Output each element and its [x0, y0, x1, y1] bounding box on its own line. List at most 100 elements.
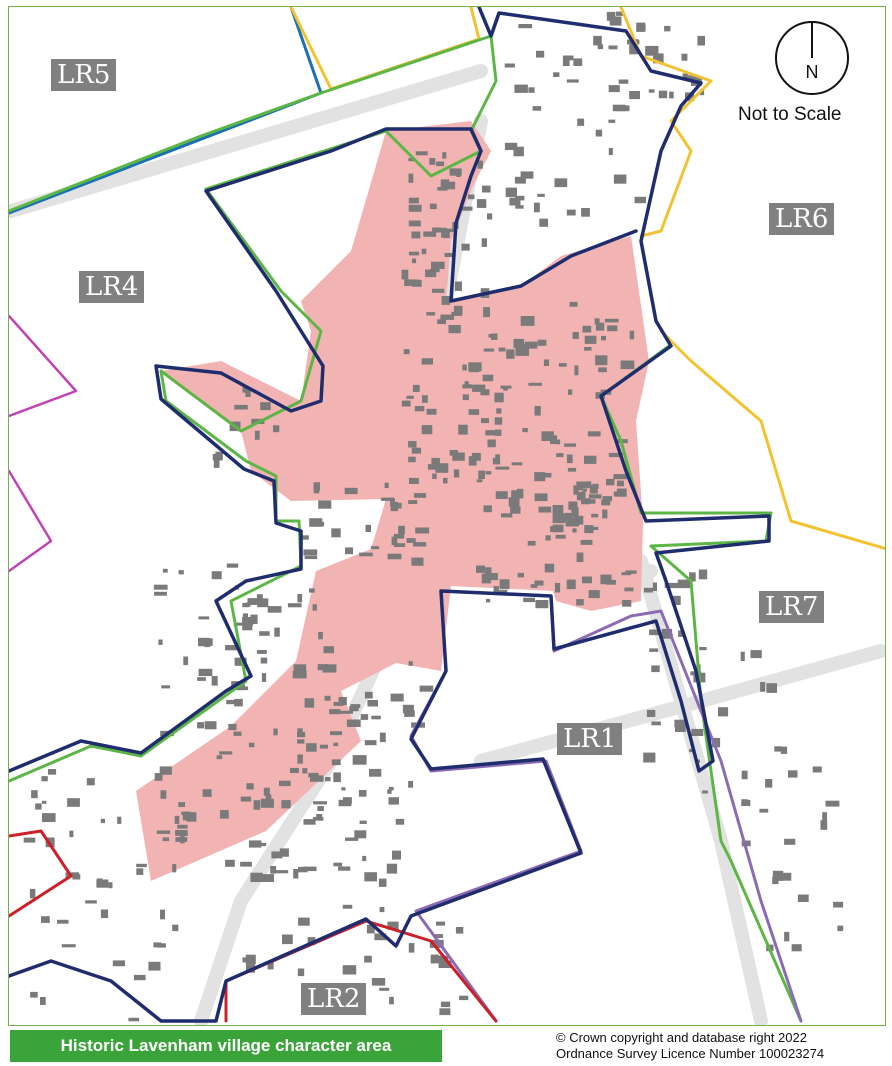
- building-footprint: [401, 400, 411, 407]
- building-footprint: [242, 613, 248, 618]
- building-footprint: [582, 488, 587, 492]
- building-footprint: [364, 691, 373, 699]
- building-footprint: [245, 388, 251, 397]
- building-footprint: [683, 75, 693, 80]
- building-footprint: [481, 418, 489, 424]
- building-footprint: [175, 830, 188, 836]
- building-footprint: [344, 487, 358, 495]
- building-footprint: [412, 384, 420, 392]
- building-footprint: [257, 598, 269, 608]
- building-footprint: [359, 820, 367, 824]
- building-footprint: [379, 907, 385, 913]
- building-footprint: [240, 796, 252, 802]
- building-footprint: [112, 960, 125, 967]
- building-footprint: [545, 535, 551, 541]
- building-footprint: [493, 589, 508, 594]
- building-footprint: [478, 470, 485, 479]
- building-footprint: [593, 35, 602, 46]
- building-footprint: [180, 835, 185, 844]
- building-footprint: [247, 598, 260, 605]
- building-footprint: [330, 731, 343, 736]
- building-footprint: [301, 535, 309, 540]
- building-footprint: [65, 872, 80, 878]
- building-footprint: [387, 921, 399, 930]
- building-footprint: [568, 501, 578, 510]
- building-footprint: [481, 238, 487, 247]
- building-footprint: [593, 526, 599, 530]
- building-footprint: [287, 603, 302, 608]
- building-footprint: [591, 513, 599, 518]
- building-footprint: [681, 53, 688, 61]
- building-footprint: [364, 740, 377, 746]
- building-footprint: [271, 851, 283, 859]
- building-footprint: [359, 552, 373, 557]
- building-footprint: [772, 876, 779, 885]
- label-lr5: LR5: [51, 59, 117, 91]
- building-footprint: [552, 524, 564, 533]
- building-footprint: [30, 991, 38, 998]
- building-footprint: [260, 798, 274, 808]
- building-footprint: [510, 506, 521, 514]
- building-footprint: [461, 206, 473, 211]
- building-footprint: [750, 650, 762, 659]
- building-footprint: [588, 590, 600, 599]
- building-footprint: [265, 794, 272, 801]
- building-footprint: [677, 579, 692, 589]
- building-footprint: [675, 726, 686, 732]
- building-footprint: [480, 389, 490, 396]
- building-footprint: [585, 499, 596, 504]
- building-footprint: [156, 830, 171, 834]
- building-footprint: [514, 176, 526, 184]
- building-footprint: [313, 486, 320, 494]
- building-footprint: [537, 193, 545, 197]
- building-footprint: [308, 772, 319, 778]
- building-footprint: [261, 673, 267, 682]
- building-footprint: [440, 179, 450, 189]
- building-footprint: [154, 773, 163, 781]
- building-footprint: [408, 173, 414, 183]
- building-footprint: [594, 318, 600, 325]
- building-footprint: [613, 474, 627, 480]
- building-footprint: [319, 744, 328, 749]
- building-footprint: [415, 527, 430, 534]
- building-footprint: [350, 704, 361, 709]
- building-footprint: [608, 119, 616, 123]
- building-footprint: [259, 631, 270, 636]
- building-footprint: [240, 861, 252, 867]
- building-footprint: [621, 572, 632, 576]
- building-footprint: [534, 406, 541, 416]
- building-footprint: [616, 105, 630, 112]
- building-footprint: [318, 632, 323, 640]
- building-footprint: [691, 728, 704, 736]
- building-footprint: [601, 335, 606, 341]
- building-footprint: [42, 813, 56, 822]
- building-footprint: [367, 700, 378, 707]
- building-footprint: [427, 464, 439, 470]
- building-footprint: [698, 569, 708, 580]
- building-footprint: [468, 409, 480, 415]
- building-footprint: [256, 650, 267, 654]
- building-footprint: [538, 506, 552, 513]
- building-footprint: [553, 72, 560, 77]
- building-footprint: [309, 588, 315, 593]
- building-footprint: [598, 367, 607, 373]
- building-footprint: [444, 252, 454, 257]
- building-footprint: [634, 196, 646, 204]
- scale-note: Not to Scale: [738, 104, 842, 125]
- building-footprint: [413, 493, 427, 498]
- building-footprint: [69, 830, 74, 838]
- building-footprint: [567, 467, 577, 472]
- building-footprint: [369, 768, 382, 777]
- building-footprint: [604, 318, 619, 323]
- building-footprint: [342, 965, 357, 975]
- building-footprint: [649, 648, 659, 652]
- building-footprint: [498, 347, 506, 352]
- building-footprint: [331, 528, 341, 538]
- building-footprint: [501, 513, 513, 518]
- building-footprint: [254, 430, 260, 440]
- building-footprint: [324, 695, 331, 701]
- building-footprint: [483, 505, 492, 513]
- building-footprint: [128, 1017, 140, 1022]
- building-footprint: [495, 466, 510, 470]
- building-footprint: [197, 722, 205, 729]
